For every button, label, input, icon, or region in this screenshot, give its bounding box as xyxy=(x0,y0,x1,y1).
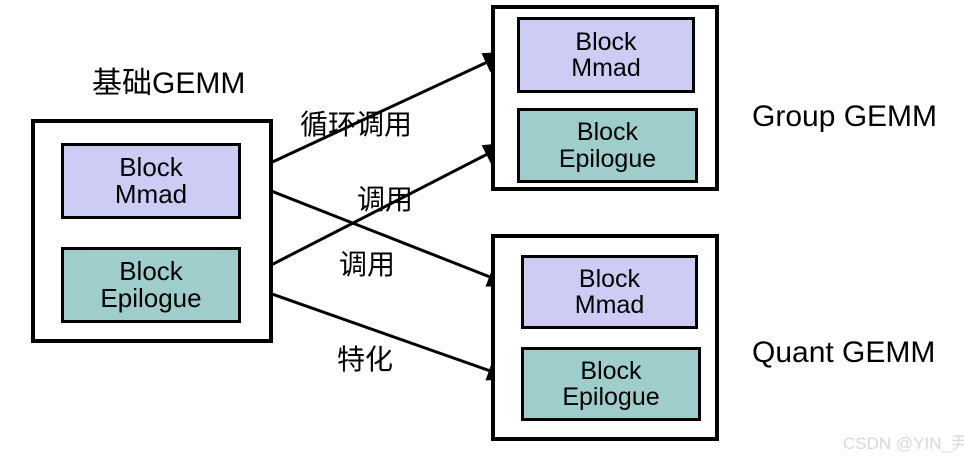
block-title-line2: Epilogue xyxy=(562,383,660,411)
edge-label-call-1: 调用 xyxy=(357,184,414,215)
block-title-line2: Epilogue xyxy=(100,283,202,313)
block-title-line2: Mmad xyxy=(574,291,645,319)
base-gemm-group: Block Mmad Block Epilogue xyxy=(31,119,273,343)
block-title-line1: Block xyxy=(578,264,641,293)
edge-label-specialize: 特化 xyxy=(337,344,394,375)
block-title-line1: Block xyxy=(576,118,639,147)
block-title-line2: Epilogue xyxy=(558,144,657,173)
quant-gemm-block-mmad[interactable]: Block Mmad xyxy=(521,255,698,329)
group-gemm-group: Block Mmad Block Epilogue xyxy=(491,5,719,191)
base-gemm-block-epilogue[interactable]: Block Epilogue xyxy=(61,247,241,323)
group-gemm-block-epilogue[interactable]: Block Epilogue xyxy=(517,108,698,183)
base-gemm-caption: 基础GEMM xyxy=(92,67,246,100)
block-title-line2: Mmad xyxy=(571,54,641,82)
block-title-line1: Block xyxy=(119,151,183,182)
watermark: CSDN @YIN_尹 xyxy=(843,434,964,453)
quant-gemm-caption: Quant GEMM xyxy=(752,336,936,369)
quant-gemm-group: Block Mmad Block Epilogue xyxy=(491,234,719,441)
group-gemm-caption: Group GEMM xyxy=(752,100,938,133)
block-title-line1: Block xyxy=(119,255,183,286)
block-title-line2: Mmad xyxy=(114,179,188,209)
block-title-line1: Block xyxy=(580,356,642,385)
group-gemm-block-mmad[interactable]: Block Mmad xyxy=(517,17,695,93)
edge-label-loop-call: 循环调用 xyxy=(300,109,413,140)
block-title-line1: Block xyxy=(575,27,637,56)
base-gemm-block-mmad[interactable]: Block Mmad xyxy=(61,143,241,219)
quant-gemm-block-epilogue[interactable]: Block Epilogue xyxy=(521,347,701,421)
edge-label-call-2: 调用 xyxy=(339,249,396,280)
